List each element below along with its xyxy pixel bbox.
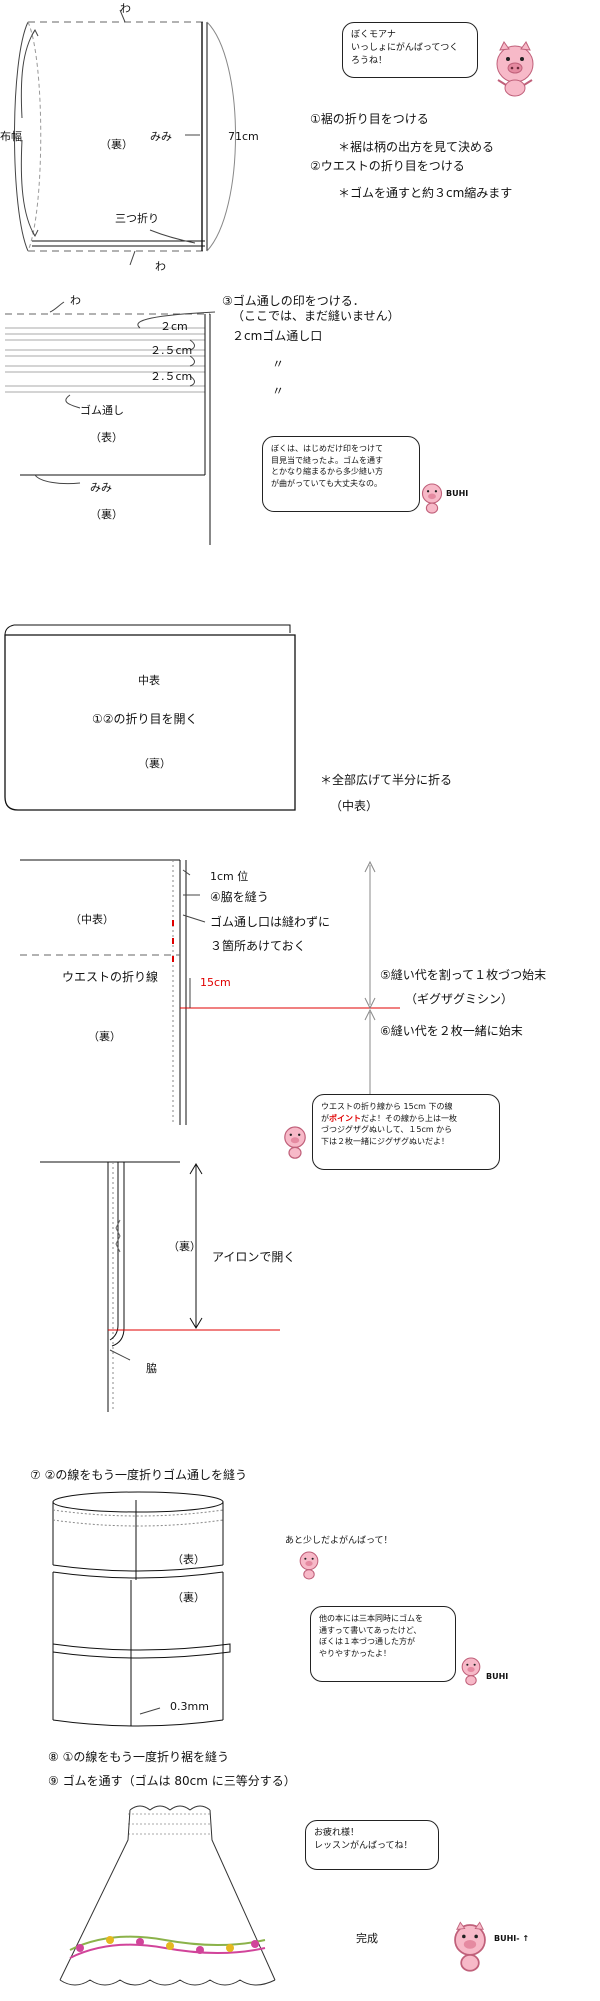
naka-omote-label: （中表） [70, 913, 114, 926]
open-folds-label: ①②の折り目を開く [92, 712, 198, 726]
sew-side-label: ④脇を縫う [210, 890, 269, 904]
casing-diagram [52, 1491, 231, 1727]
bubble-line: ぼくは、はじめだけ印をつけて [271, 444, 383, 453]
mimi-label: みみ [90, 481, 112, 494]
gomu-guchi-label: ２cmゴム通し口 [232, 329, 323, 343]
open-fabric-diagram [4, 624, 296, 811]
nuno-haba-label: 布幅 [0, 130, 22, 143]
step5-label: ⑤縫い代を割って１枚づつ始末 [380, 968, 547, 982]
omote-label: （表） [172, 1553, 205, 1566]
cheer-text: あと少しだよがんばって！ [285, 1536, 393, 1546]
fifteen-cm-label: 15cm [200, 976, 231, 989]
spread-note: ＊全部広げて半分に折る [320, 773, 453, 787]
bubble-line: お疲れ様！ [314, 1828, 360, 1838]
mm-label: 0.3mm [170, 1700, 209, 1713]
step7-title: ⑦ ②の線をもう一度折りゴム通しを縫う [30, 1468, 247, 1482]
done-label: 完成 [356, 1932, 378, 1945]
step3-subtitle: （ここでは、まだ縫いません） [232, 309, 400, 323]
measure-2-5cm: ２.５cm [150, 370, 193, 383]
bubble-line: いっしょにがんばってつく [351, 43, 459, 54]
ditto-mark: 〃 [272, 357, 285, 371]
step1-fabric-diagram [14, 9, 236, 266]
spread-note-sub: （中表） [330, 799, 379, 813]
ura-label: （裏） [168, 1240, 201, 1253]
ura-label: （裏） [90, 508, 123, 521]
ura-label: （裏） [138, 757, 171, 770]
waki-label: 脇 [146, 1362, 157, 1375]
bubble-line: ぼくは１本づつ通した方が [319, 1637, 415, 1647]
point-speech-bubble: ウエストの折り線から 15cm 下の線 がポイントだよ！その線から上は一枚 づつ… [312, 1094, 500, 1170]
point-highlight: ポイント [329, 1113, 361, 1123]
gomu-gap-label: ゴム通し口は縫わずに [210, 915, 331, 929]
step8-label: ⑧ ①の線をもう一度折り裾を縫う [48, 1750, 229, 1764]
bubble-line: とかなり縮まるから多少縫い方 [271, 467, 383, 477]
note-shrink: ＊ゴムを通すと約３cm縮みます [338, 186, 513, 200]
pig-mascot-icon [299, 1551, 319, 1580]
pig-mascot-icon [461, 1657, 481, 1686]
waist-fold-line-label: ウエストの折り線 [62, 970, 159, 984]
ditto-mark: 〃 [272, 384, 285, 398]
step6-label: ⑥縫い代を２枚一緒に始末 [380, 1024, 523, 1038]
buhi-label: BUHI [446, 489, 469, 498]
buhi-label: BUHI- ↑ [494, 1934, 530, 1943]
step3-marking-diagram [5, 301, 216, 545]
bubble-line: ぼくモアナ [351, 30, 396, 40]
buhi-label: BUHI [486, 1672, 509, 1681]
length-label: 71cm [228, 130, 259, 143]
finished-skirt-drawing [59, 1805, 276, 1986]
bubble-line: 他の本には三本同時にゴムを [319, 1614, 423, 1623]
bubble-line: 通すって書いてあったけど、 [319, 1625, 422, 1635]
bubble-line: やりやすかったよ！ [319, 1648, 391, 1658]
note-hem-pattern: ＊裾は柄の出方を見て決める [338, 140, 495, 154]
bubble-line: づつジグザグぬいして、１5cm から [321, 1125, 453, 1135]
step3-title: ③ゴム通しの印をつける． [222, 294, 365, 308]
pig-mascot-icon [454, 1921, 486, 1972]
iron-open-diagram [40, 1161, 280, 1412]
pig-mascot-icon [284, 1126, 306, 1159]
wa-top-label: わ [120, 2, 131, 15]
step5-sub-label: （ギグザグミシン） [405, 992, 514, 1006]
final-speech-bubble: お疲れ様！ レッスンがんばってね！ [305, 1820, 439, 1870]
three-gaps-label: ３箇所あけておく [210, 939, 306, 953]
bubble-line: 目見当で縫ったよ。ゴムを通す [271, 455, 383, 465]
ura-label: （裏） [172, 1591, 205, 1604]
ura-label: （裏） [100, 138, 133, 151]
ura-label: （裏） [88, 1030, 121, 1043]
gomu-toshi-label: ゴム通し [80, 404, 124, 417]
tip-speech-bubble: 他の本には三本同時にゴムを 通すって書いてあったけど、 ぼくは１本づつ通した方が… [310, 1606, 456, 1682]
pig-mascot-icon [496, 41, 534, 97]
bubble-line: ろうね！ [351, 56, 388, 67]
step9-label: ⑨ ゴムを通す（ゴムは 80cm に三等分する） [48, 1774, 296, 1788]
pig-mascot-icon [421, 483, 443, 514]
note-fold-waist: ②ウエストの折り目をつける [310, 159, 465, 173]
wa-label: わ [70, 294, 81, 307]
bubble-text: だよ！その線から上は一枚 [361, 1113, 457, 1123]
wa-bottom-label: わ [155, 260, 166, 273]
bubble-line: ウエストの折り線から 15cm 下の線 [321, 1102, 453, 1111]
advice-speech-bubble: ぼくは、はじめだけ印をつけて 目見当で縫ったよ。ゴムを通す とかなり縮まるから多… [262, 436, 420, 512]
iron-open-label: アイロンで開く [212, 1250, 296, 1264]
mitsuori-label: 三つ折り [115, 212, 159, 225]
note-fold-hem: ①裾の折り目をつける [310, 112, 429, 126]
mimi-label: みみ [150, 130, 172, 143]
bubble-line: レッスンがんばってね！ [314, 1841, 413, 1852]
bubble-text: が [321, 1113, 329, 1123]
bubble-line: が曲がっていても大丈夫なの。 [271, 478, 382, 488]
measure-2-5cm: ２.５cm [150, 344, 193, 357]
bubble-line: 下は２枚一緒にジグザグぬいだよ！ [321, 1136, 449, 1146]
measure-2cm: ２cm [160, 320, 188, 333]
one-cm-label: 1cm 位 [210, 870, 249, 883]
bubble-line: がポイントだよ！その線から上は一枚 [321, 1113, 491, 1125]
moana-speech-bubble: ぼくモアナ いっしょにがんばってつく ろうね！ [342, 22, 478, 78]
naka-omote-label: 中表 [138, 674, 160, 687]
omote-label: （表） [90, 431, 123, 444]
